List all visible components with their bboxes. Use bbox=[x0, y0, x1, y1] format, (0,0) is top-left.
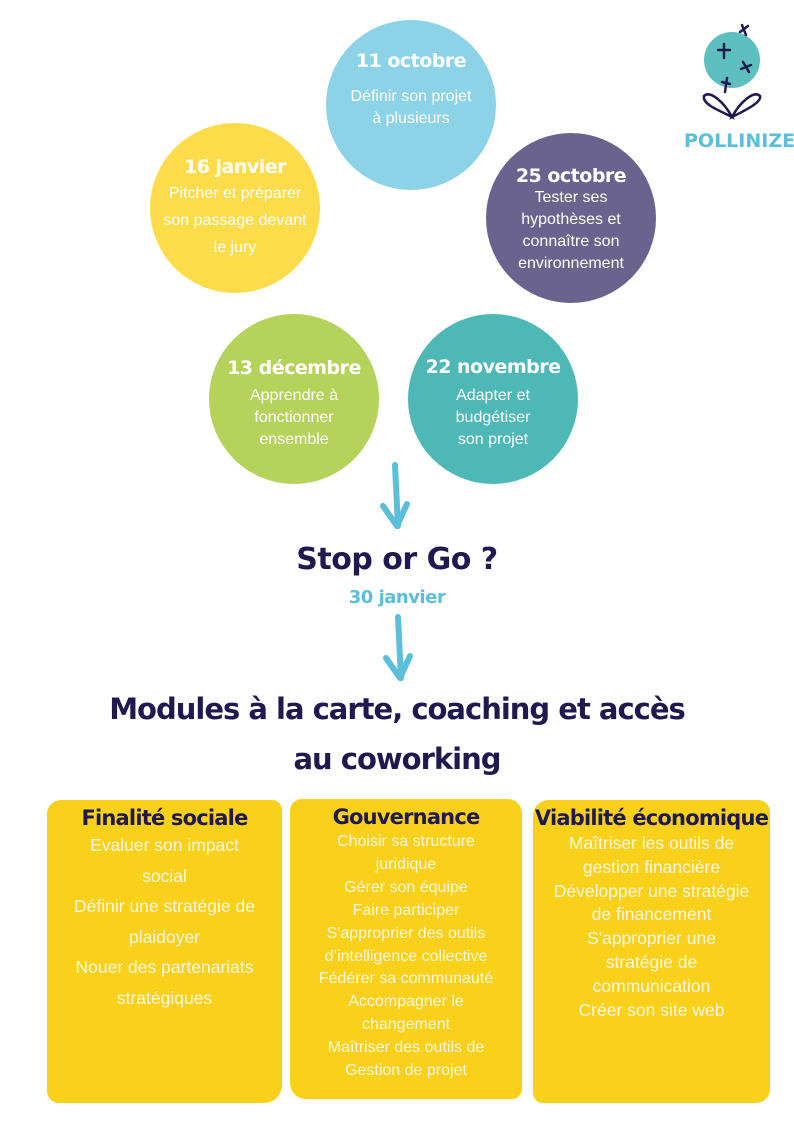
module-item: S'approprier une bbox=[587, 928, 716, 949]
module-item: stratégiques bbox=[116, 987, 213, 1008]
session-desc: Adapter et bbox=[456, 387, 530, 404]
session-date: 11 octobre bbox=[355, 50, 467, 72]
modules-title-line2: au coworking bbox=[293, 742, 501, 776]
session-desc: hypothèses et bbox=[521, 211, 621, 228]
module-item: stratégie de bbox=[605, 951, 698, 972]
session-desc: Tester ses bbox=[534, 189, 608, 206]
session-desc: Définir son projet bbox=[350, 88, 472, 105]
stop-or-go-title: Stop or Go ? bbox=[296, 542, 498, 577]
session-circle-22-novembre: 22 novembre Adapter et budgétiser son pr… bbox=[408, 314, 578, 484]
module-item: S'approprier des outils bbox=[326, 924, 486, 942]
module-item: Faire participer bbox=[352, 901, 460, 919]
module-item: juridique bbox=[375, 855, 437, 873]
session-desc: Pitcher et préparer bbox=[168, 185, 302, 202]
module-item: Evaluer son impact bbox=[90, 835, 239, 855]
module-item: social bbox=[142, 865, 187, 886]
module-box-gouvernance: Gouvernance Choisir sa structure juridiq… bbox=[290, 799, 522, 1099]
session-desc: le jury bbox=[213, 239, 257, 256]
module-item: Maîtriser les outils de bbox=[568, 833, 735, 853]
arrow-down-icon bbox=[380, 462, 410, 529]
module-item: plaidoyer bbox=[128, 926, 201, 947]
module-item: gestion financière bbox=[582, 856, 721, 877]
stop-or-go-date: 30 janvier bbox=[348, 587, 446, 608]
module-box-viabilite-economique: Viabilité économique Maîtriser les outil… bbox=[533, 800, 770, 1103]
pollinize-logo: POLLINIZE bbox=[680, 22, 794, 162]
module-item: Accompagner le bbox=[348, 993, 464, 1011]
session-desc: fonctionner bbox=[254, 409, 334, 426]
session-desc: son passage devant bbox=[163, 212, 307, 229]
module-item: d’intelligence collective bbox=[324, 947, 488, 965]
module-item: de financement bbox=[591, 904, 712, 925]
module-item: Choisir sa structure bbox=[337, 833, 475, 850]
session-desc: connaître son bbox=[522, 233, 620, 250]
session-date: 25 octobre bbox=[515, 165, 627, 187]
module-item: communication bbox=[592, 975, 711, 996]
session-circle-11-octobre: 11 octobre Définir son projet à plusieur… bbox=[326, 20, 496, 190]
flower-icon bbox=[702, 23, 762, 120]
session-desc: Apprendre à bbox=[249, 387, 339, 404]
arrow-down-icon bbox=[383, 614, 413, 681]
session-date: 16 janvier bbox=[183, 156, 287, 178]
module-item: Créer son site web bbox=[578, 999, 725, 1020]
modules-title-line1: Modules à la carte, coaching et accès bbox=[109, 692, 686, 726]
module-item: Nouer des partenariats bbox=[75, 957, 254, 977]
module-box-title: Viabilité économique bbox=[534, 806, 769, 830]
session-desc: à plusieurs bbox=[372, 110, 450, 127]
module-item: Fédérer sa communauté bbox=[318, 970, 494, 988]
module-item: changement bbox=[361, 1016, 451, 1034]
session-circle-13-decembre: 13 décembre Apprendre à fonctionner ense… bbox=[209, 314, 379, 484]
module-item: Gestion de projet bbox=[345, 1062, 467, 1080]
module-item: Gérer son équipe bbox=[344, 878, 468, 896]
module-item: Développer une stratégie bbox=[553, 880, 750, 901]
session-desc: budgétiser bbox=[455, 409, 531, 426]
module-box-title: Gouvernance bbox=[332, 805, 481, 829]
session-desc: environnement bbox=[518, 255, 624, 272]
session-date: 22 novembre bbox=[425, 356, 561, 378]
session-desc: ensemble bbox=[259, 431, 329, 448]
session-circle-16-janvier: 16 janvier Pitcher et préparer son passa… bbox=[150, 123, 320, 293]
session-circle-25-octobre: 25 octobre Tester ses hypothèses et conn… bbox=[486, 133, 656, 303]
module-box-title: Finalité sociale bbox=[81, 806, 248, 830]
module-item: Définir une stratégie de bbox=[74, 896, 255, 916]
module-box-finalite-sociale: Finalité sociale Evaluer son impact soci… bbox=[47, 800, 282, 1103]
module-item: Maîtriser des outils de bbox=[327, 1039, 485, 1057]
session-desc: son projet bbox=[457, 431, 529, 448]
logo-text: POLLINIZE bbox=[684, 130, 794, 152]
session-date: 13 décembre bbox=[227, 357, 361, 379]
